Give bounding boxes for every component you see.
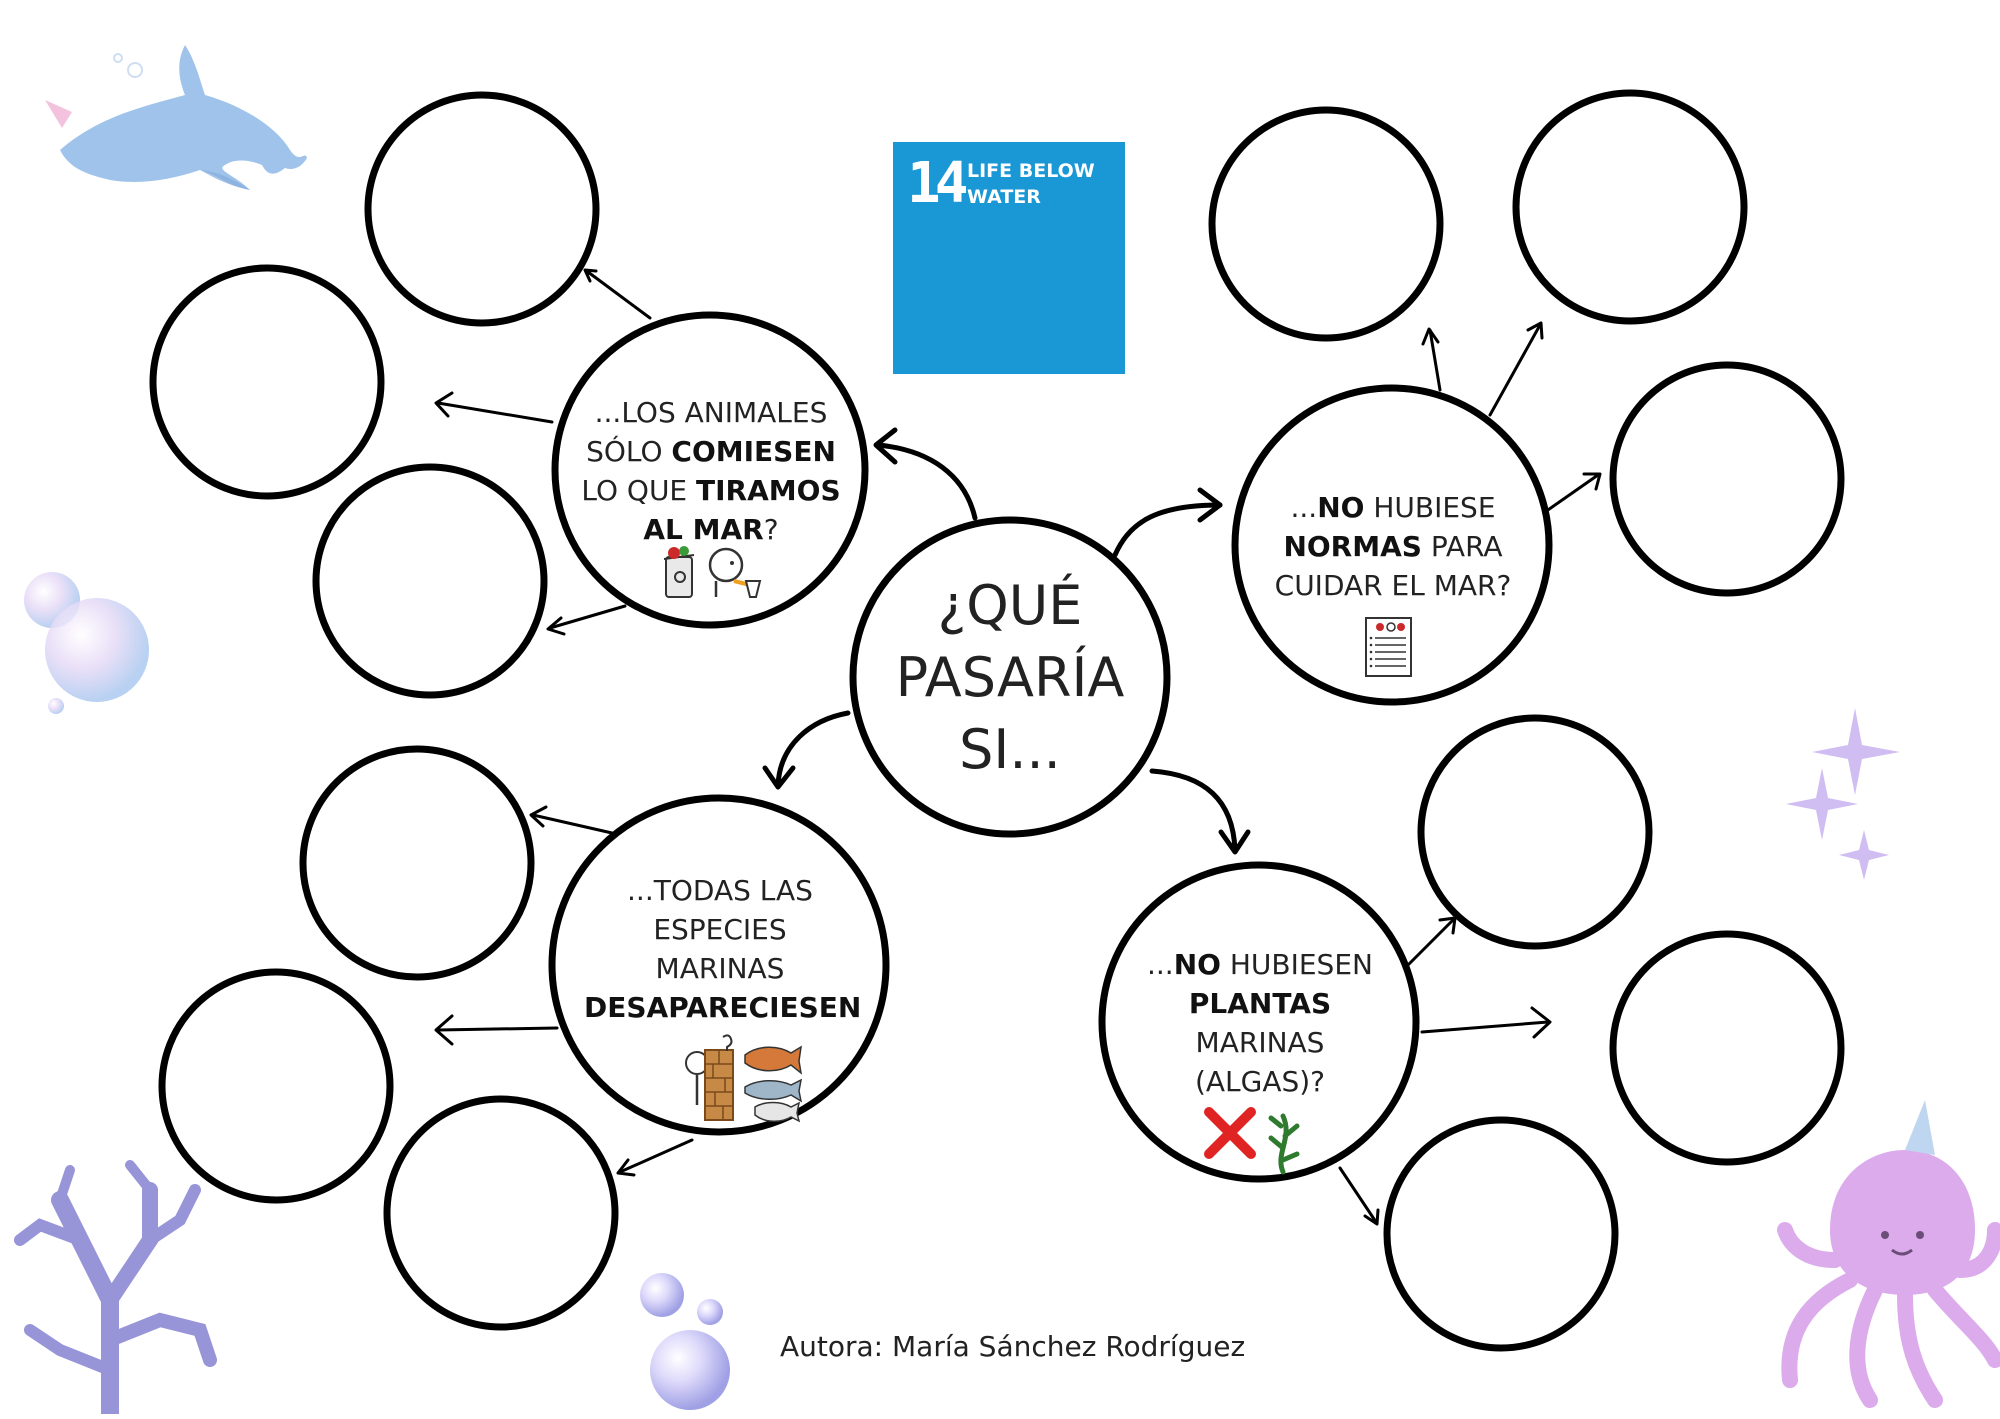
- answer-circle: [299, 745, 535, 981]
- author-credit: Autora: María Sánchez Rodríguez: [780, 1330, 1246, 1363]
- node-text-line: LO QUE TIRAMOS: [580, 471, 842, 510]
- node-text-segment: ?: [763, 513, 779, 546]
- center-question: ¿QUÉ PASARÍA SI...: [845, 570, 1175, 786]
- node-text-line: ...TODAS LAS: [584, 871, 856, 910]
- node-text-segment: MARINAS: [655, 952, 785, 985]
- sdg-title-line1: LIFE BELOW: [967, 160, 1095, 182]
- node-text-line: MARINAS: [584, 949, 856, 988]
- node-text-bold: AL MAR: [643, 513, 764, 546]
- center-line: PASARÍA: [895, 646, 1125, 709]
- node-text-segment: HUBIESEN: [1220, 948, 1373, 981]
- branch-arrows: [434, 268, 1602, 1226]
- answer-circle: [383, 1095, 619, 1331]
- answer-circle: [312, 463, 548, 699]
- node-text-bold: NO: [1317, 491, 1365, 524]
- center-node: [849, 516, 1171, 838]
- node-text-line: ...LOS ANIMALES: [580, 393, 842, 432]
- node-text-segment: ...LOS ANIMALES: [594, 396, 828, 429]
- no-algae-pictogram-icon: [1204, 1107, 1300, 1175]
- node-rules: [1231, 384, 1553, 706]
- bubbles-bottom-illustration: [640, 1273, 730, 1410]
- node-text-bold: NO: [1173, 948, 1221, 981]
- answer-circle: [1512, 89, 1748, 325]
- sdg14-badge: 14 LIFE BELOW WATER: [893, 142, 1125, 374]
- dolphin-illustration: [45, 45, 307, 190]
- trash-eating-pictogram-icon: [663, 546, 762, 598]
- answer-circle: [364, 91, 600, 327]
- sdg-title-line2: WATER: [967, 186, 1041, 208]
- answer-circle: [158, 968, 394, 1204]
- rules-document-icon: [1365, 617, 1412, 677]
- node-text-segment: ...TODAS LAS: [627, 874, 813, 907]
- answer-circle: [1609, 361, 1845, 597]
- answer-circle: [1383, 1116, 1619, 1352]
- node-text-segment: ...: [1290, 491, 1318, 524]
- node-text-bold: COMIESEN: [671, 435, 836, 468]
- node-plants: [1098, 861, 1420, 1183]
- answer-circle: [149, 264, 385, 500]
- node-text-segment: MARINAS: [1195, 1026, 1325, 1059]
- node-text-line: ...NO HUBIESEN: [1124, 945, 1396, 984]
- node-species: [548, 794, 890, 1136]
- node-text-segment: LO QUE: [581, 474, 697, 507]
- node-text-line: CUIDAR EL MAR?: [1262, 566, 1524, 605]
- node-text-segment: CUIDAR EL MAR?: [1274, 569, 1512, 602]
- node-text-segment: ESPECIES: [653, 913, 787, 946]
- node-text-bold: PLANTAS: [1188, 987, 1332, 1020]
- node-text-segment: SÓLO: [586, 435, 672, 468]
- center-arrows: [762, 427, 1251, 855]
- node-text-segment: HUBIESE: [1364, 491, 1496, 524]
- node-text-line: PLANTAS: [1124, 984, 1396, 1023]
- center-line: ¿QUÉ: [937, 574, 1083, 637]
- answer-circle: [1609, 930, 1845, 1166]
- node-text-line: NORMAS PARA: [1262, 527, 1524, 566]
- node-text-segment: (ALGAS)?: [1194, 1065, 1326, 1098]
- node-text-bold: TIRAMOS: [696, 474, 841, 507]
- node-text-line: DESAPARECIESEN: [584, 988, 861, 1027]
- node-species-text: ...TODAS LAS ESPECIES MARINAS DESAPARECIESE…: [584, 871, 861, 1027]
- node-text-line: SÓLO COMIESEN: [580, 432, 842, 471]
- node-text-segment: ...: [1147, 948, 1174, 981]
- node-text-bold: DESAPARECIESEN: [584, 991, 862, 1024]
- node-animals: [551, 311, 869, 629]
- answer-circle: [1417, 714, 1653, 950]
- node-text-line: ...NO HUBIESE: [1262, 488, 1524, 527]
- bubbles-left-illustration: [24, 572, 149, 714]
- node-text-line: MARINAS: [1124, 1023, 1396, 1062]
- node-text-line: ESPECIES: [584, 910, 856, 949]
- node-text-line: AL MAR?: [580, 510, 842, 549]
- disappearing-fish-pictogram-icon: [685, 1034, 803, 1123]
- node-text-segment: PARA: [1421, 530, 1503, 563]
- answer-circles: [149, 89, 1845, 1352]
- octopus-illustration: [1777, 1100, 2000, 1408]
- sparkles-illustration: [1786, 708, 1900, 880]
- center-line: SI...: [959, 718, 1061, 781]
- answer-circle: [1208, 106, 1444, 342]
- node-text-bold: NORMAS: [1283, 530, 1422, 563]
- sdg-number: 14: [907, 151, 968, 216]
- node-text-line: (ALGAS)?: [1124, 1062, 1396, 1101]
- coral-illustration: [14, 1160, 217, 1419]
- sdg-title: LIFE BELOW WATER: [967, 158, 1117, 210]
